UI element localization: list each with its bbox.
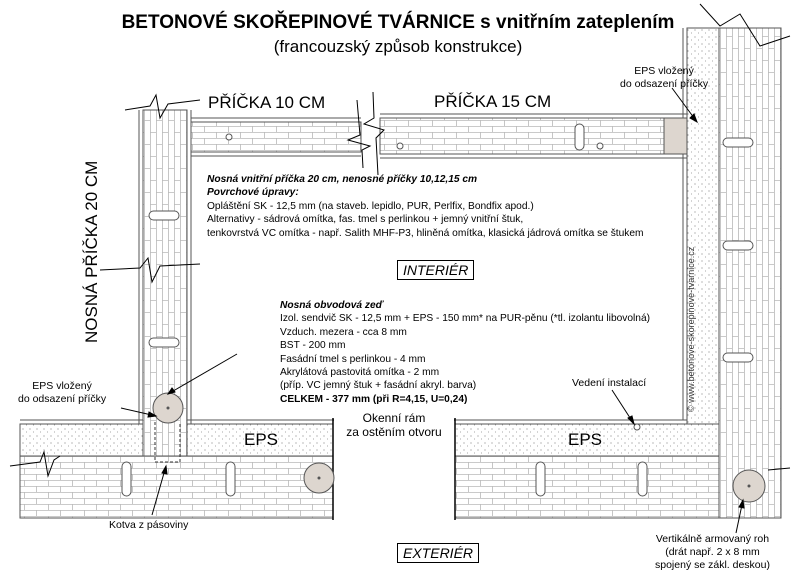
inner-wall-note-line: Opláštění SK - 12,5 mm (na staveb. lepid… (207, 200, 534, 212)
label-eps-vlozeny-left: EPS vložený do odsazení příčky (18, 380, 107, 405)
outer-wall-left-concrete (19, 455, 334, 519)
eps-insert-top (663, 117, 688, 155)
outer-wall-note-total: CELKEM - 377 mm (při R=4,15, U=0,24) (280, 393, 468, 405)
label-interier: INTERIÉR (397, 260, 475, 280)
partition-15 (379, 117, 688, 155)
inner-wall-note-heading: Nosná vnitřní příčka 20 cm, nenosné příč… (207, 174, 478, 185)
label-okenni-ram: Okenní rám za ostěním otvoru (334, 411, 454, 439)
label-kotva: Kotva z pásoviny (109, 519, 189, 531)
outer-wall-vertical-concrete (718, 27, 782, 519)
partition-10 (190, 121, 362, 153)
diagram-subtitle: (francouzský způsob konstrukce) (273, 37, 523, 56)
label-pricka-15: PŘÍČKA 15 CM (434, 92, 552, 111)
outer-wall-note-line: (příp. VC jemný štuk + fasádní akryl. ba… (280, 380, 477, 392)
inner-wall-note-subheading: Povrchové úpravy: (207, 187, 299, 199)
outer-wall-right-eps (454, 423, 720, 457)
label-eps-left: EPS (244, 430, 279, 449)
outer-wall-note-line: BST - 200 mm (280, 340, 346, 352)
outer-wall-note-line: Izol. sendvič SK - 12,5 mm + EPS - 150 m… (280, 313, 651, 325)
label-eps-right: EPS (568, 430, 603, 449)
label-eps-vlozeny-top: EPS vložený do odsazení příčky (620, 65, 709, 90)
outer-wall-note-line: Fasádní tmel s perlinkou - 4 mm (280, 353, 426, 365)
outer-wall-note-heading: Nosná obvodová zeď (280, 300, 384, 311)
outer-wall-right-concrete (454, 455, 720, 519)
inner-wall-note-line: Alternativy - sádrová omítka, fas. tmel … (207, 214, 524, 226)
copyright-text: © www.betonove-skorepinove-tvarnice.cz (686, 246, 696, 412)
diagram-title: BETONOVÉ SKOŘEPINOVÉ TVÁRNICE s vnitřním… (121, 12, 675, 33)
label-pricka-10: PŘÍČKA 10 CM (208, 93, 326, 112)
outer-wall-note-line: Akrylátová pastovitá omítka - 2 mm (280, 367, 440, 379)
outer-wall-vertical-eps (686, 27, 720, 425)
label-vedeni-instalaci: Vedení instalací (572, 377, 647, 389)
outer-wall-note: Nosná obvodová zeď Izol. sendvič SK - 12… (280, 299, 650, 406)
inner-wall-note-line: tenkovrstvá VC omítka - např. Salith MHF… (207, 227, 644, 239)
label-exterier: EXTERIÉR (397, 543, 480, 563)
label-nosna-pricka: NOSNÁ PŘÍČKA 20 CM (82, 160, 101, 343)
outer-wall-note-line: Vzduch. mezera - cca 8 mm (280, 326, 407, 338)
label-vertikalne: Vertikálně armovaný roh (drát např. 2 x … (655, 533, 770, 571)
inner-wall-note: Nosná vnitřní příčka 20 cm, nenosné příč… (207, 173, 644, 240)
